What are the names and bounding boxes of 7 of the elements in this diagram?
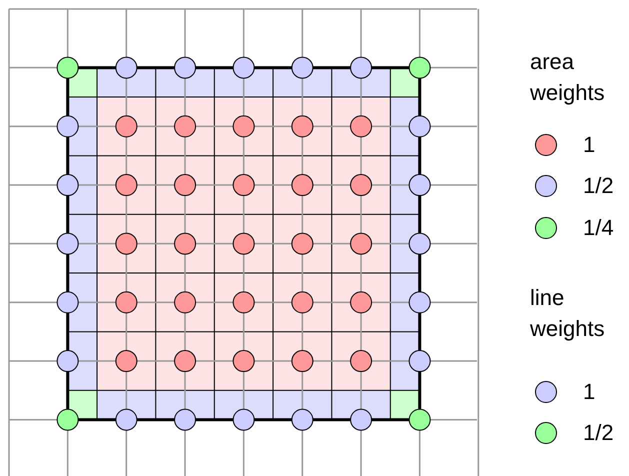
- legend-label: 1: [583, 379, 596, 405]
- legend-heading: line weights: [530, 284, 606, 343]
- legend-label: 1: [583, 132, 596, 158]
- legend-label: 1/2: [583, 173, 614, 199]
- legend-label: 1/4: [583, 215, 614, 241]
- legend-heading: area weights: [530, 48, 606, 107]
- legend-label: 1/2: [583, 420, 614, 446]
